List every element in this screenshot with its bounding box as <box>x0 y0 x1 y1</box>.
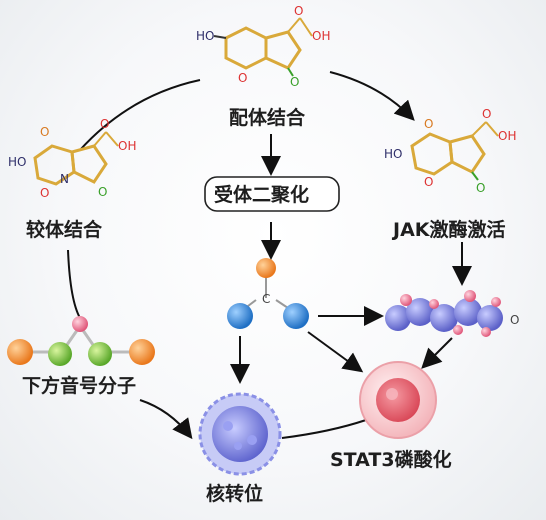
atom-ho: HO <box>384 147 402 161</box>
lower-left-molecule <box>7 316 155 366</box>
atom-o: O <box>98 185 107 199</box>
atom-o: O <box>424 117 433 131</box>
receptor-dimer-box <box>204 176 340 212</box>
label-nuclear-translocation: 核转位 <box>206 482 263 505</box>
label-receptor-dimer: 受体二聚化 <box>214 183 309 206</box>
right-molecule: O O OH HO O O <box>384 107 516 195</box>
atom-o: O <box>424 175 433 189</box>
nucleus-cell <box>198 392 282 476</box>
atom-c: C <box>262 292 270 306</box>
stat3-cell <box>359 361 437 439</box>
cycle-arc-top-left <box>79 79 201 151</box>
cycle-arc-left <box>67 249 81 319</box>
atom-n: N <box>60 172 69 186</box>
protein-chain: O <box>385 290 519 337</box>
atom-o: O <box>482 107 491 121</box>
arrow-molecule-to-stat3 <box>307 331 364 373</box>
atom-o: O <box>510 313 519 327</box>
top-molecule: HO O OH O O <box>196 4 330 89</box>
arrow-chain-to-stat3 <box>421 337 453 369</box>
central-molecule: C <box>227 258 309 329</box>
arc-nucleus-to-stat3 <box>281 419 367 439</box>
atom-oh: OH <box>498 129 516 143</box>
atom-o: O <box>290 75 299 89</box>
label-jak-activation: JAK激酶激活 <box>391 218 506 241</box>
atom-oh: OH <box>312 29 330 43</box>
label-lower-molecule: 下方音号分子 <box>22 374 136 397</box>
arrow-lower-molecule-to-nucleus <box>139 399 193 440</box>
atom-o: O <box>294 4 303 18</box>
atom-o: O <box>476 181 485 195</box>
label-stat3: STAT3磷酸化 <box>330 448 452 471</box>
left-molecule: O O OH HO N O O <box>8 117 136 200</box>
atom-oh: OH <box>118 139 136 153</box>
label-gel-binding: 较体结合 <box>26 218 103 241</box>
atom-o: O <box>238 71 247 85</box>
label-ligand-binding: 配体结合 <box>229 106 306 129</box>
atom-o: O <box>40 186 49 200</box>
atom-o: O <box>100 117 109 131</box>
atom-ho: HO <box>8 155 26 169</box>
atom-ho: HO <box>196 29 214 43</box>
atom-o: O <box>40 125 49 139</box>
cycle-arc-top-right <box>329 71 415 121</box>
